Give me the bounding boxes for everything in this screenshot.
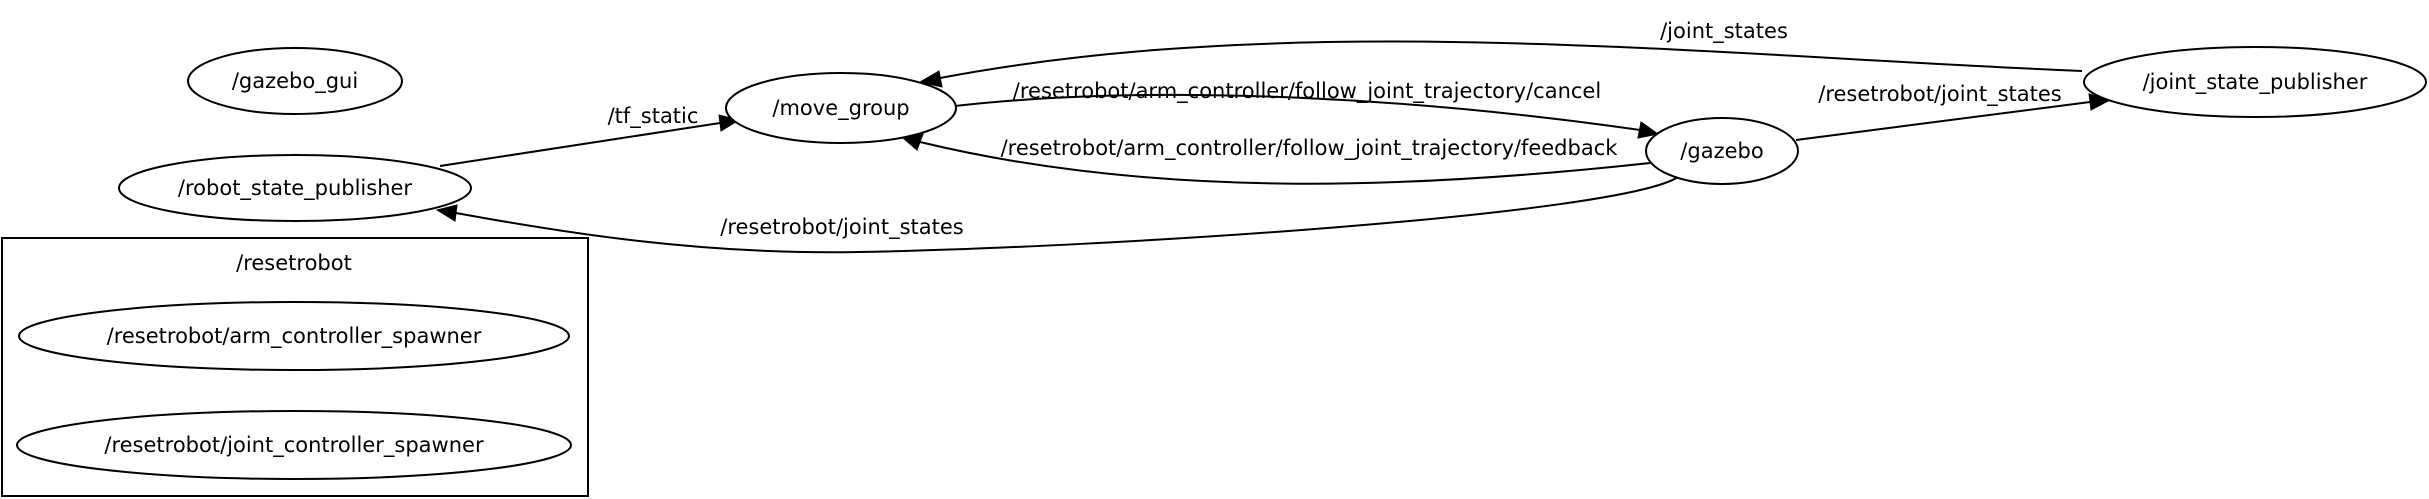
cluster-resetrobot: /resetrobot	[1, 237, 589, 497]
edge-follow-joint-trajectory-feedback-label: /resetrobot/arm_controller/follow_joint_…	[1001, 136, 1619, 161]
edge-follow-joint-trajectory-cancel-path	[954, 93, 1641, 131]
node-joint-controller-spawner[interactable]: /resetrobot/joint_controller_spawner	[16, 410, 572, 480]
node-gazebo-shape	[1645, 117, 1799, 185]
edge-resetrobot-joint-states-to-robot-state-publisher[interactable]: /resetrobot/joint_states	[435, 176, 1679, 254]
edge-tf-static-label: /tf_static	[608, 104, 699, 129]
node-gazebo-gui[interactable]: /gazebo_gui	[187, 47, 403, 115]
edge-follow-joint-trajectory-feedback-path	[919, 141, 1651, 185]
node-gazebo[interactable]: /gazebo	[1645, 117, 1799, 185]
node-robot-state-publisher-label: /robot_state_publisher	[178, 176, 413, 201]
node-joint-controller-spawner-shape	[16, 410, 572, 480]
node-joint-controller-spawner-label: /resetrobot/joint_controller_spawner	[104, 433, 484, 458]
edge-tf-static[interactable]: /tf_static	[439, 104, 741, 167]
cluster-resetrobot-label: /resetrobot	[236, 251, 352, 275]
edge-resetrobot-joint-states-to-robot-state-publisher-label: /resetrobot/joint_states	[720, 215, 963, 240]
node-robot-state-publisher-shape	[118, 154, 472, 222]
edge-joint-states[interactable]: /joint_states	[918, 19, 2083, 88]
edge-joint-states-arrowhead	[918, 70, 943, 88]
edge-joint-states-path	[939, 40, 2083, 79]
edge-tf-static-path	[439, 122, 721, 167]
node-arm-controller-spawner-label: /resetrobot/arm_controller_spawner	[107, 324, 482, 349]
edge-follow-joint-trajectory-cancel-arrowhead	[1637, 121, 1660, 139]
node-robot-state-publisher[interactable]: /robot_state_publisher	[118, 154, 472, 222]
node-joint-state-publisher-shape	[2083, 46, 2427, 118]
node-gazebo-gui-label: /gazebo_gui	[232, 69, 358, 94]
cluster-resetrobot-box	[1, 237, 589, 497]
node-arm-controller-spawner[interactable]: /resetrobot/arm_controller_spawner	[18, 301, 570, 371]
edge-follow-joint-trajectory-feedback[interactable]: /resetrobot/arm_controller/follow_joint_…	[901, 133, 1651, 185]
edge-resetrobot-joint-states-to-robot-state-publisher-arrowhead	[435, 204, 458, 222]
edge-follow-joint-trajectory-cancel[interactable]: /resetrobot/arm_controller/follow_joint_…	[954, 79, 1660, 139]
edge-follow-joint-trajectory-cancel-label: /resetrobot/arm_controller/follow_joint_…	[1013, 79, 1601, 104]
node-arm-controller-spawner-shape	[18, 301, 570, 371]
node-gazebo-label: /gazebo	[1680, 139, 1763, 163]
node-joint-state-publisher[interactable]: /joint_state_publisher	[2083, 46, 2427, 118]
edge-resetrobot-joint-states-to-joint-state-publisher[interactable]: /resetrobot/joint_states	[1795, 82, 2112, 141]
edge-resetrobot-joint-states-to-joint-state-publisher-path	[1795, 101, 2091, 141]
edge-resetrobot-joint-states-to-robot-state-publisher-path	[455, 176, 1679, 254]
node-move-group-shape	[725, 72, 957, 144]
edge-resetrobot-joint-states-to-joint-state-publisher-label: /resetrobot/joint_states	[1818, 82, 2061, 107]
node-move-group[interactable]: /move_group	[725, 72, 957, 144]
node-gazebo-gui-shape	[187, 47, 403, 115]
node-joint-state-publisher-label: /joint_state_publisher	[2143, 70, 2368, 95]
edge-joint-states-label: /joint_states	[1660, 19, 1788, 44]
node-move-group-label: /move_group	[772, 96, 909, 121]
